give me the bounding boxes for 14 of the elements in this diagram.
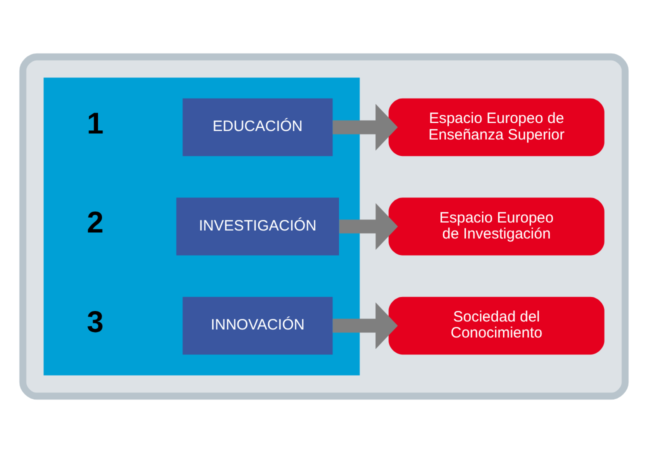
node-box: Espacio Europeo de Investigación [388, 198, 604, 256]
arrow [332, 302, 398, 350]
cluster [43, 78, 360, 376]
node-box: Espacio Europeo de Enseñanza Superior [388, 98, 604, 156]
node-box: INNOVACIÓN [182, 296, 332, 355]
node-box: Sociedad del Conocimiento [388, 296, 604, 355]
node-label: 3 [86, 306, 104, 339]
node-label: 1 [86, 107, 104, 140]
node-label: 2 [86, 206, 104, 240]
node-box: INVESTIGACIÓN [176, 198, 338, 256]
arrow [332, 104, 398, 151]
arrow [338, 203, 398, 250]
cluster [18, 53, 628, 400]
node-box: EDUCACIÓN [182, 98, 332, 156]
